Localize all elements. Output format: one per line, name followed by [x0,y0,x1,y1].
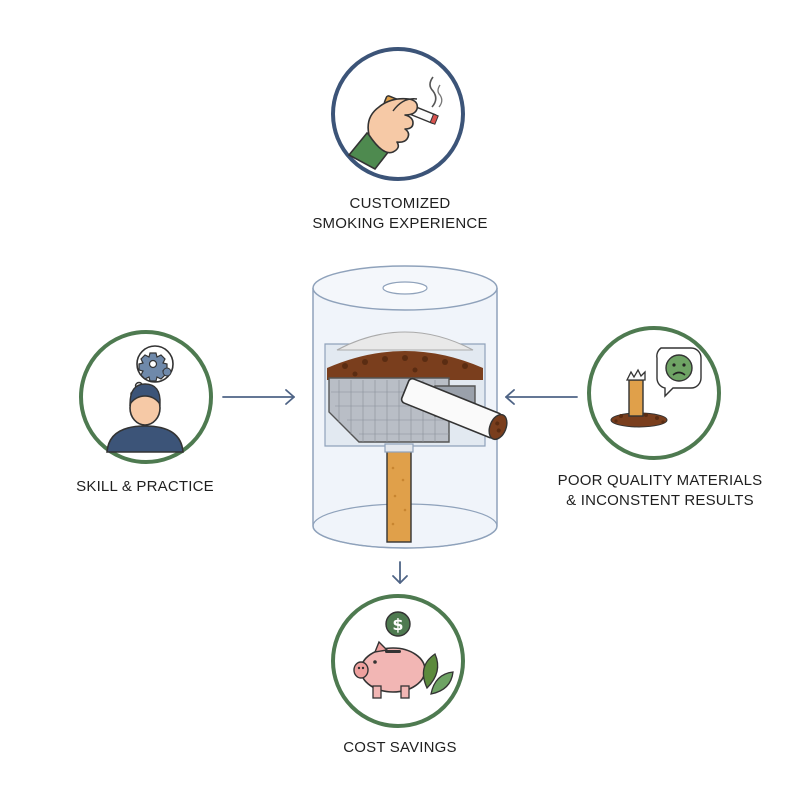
skill-practice-node [79,330,213,464]
customized-experience-label: CUSTOMIZED SMOKING EXPERIENCE [280,194,520,234]
crushed-cigarette-sad-face-icon [610,347,702,428]
top-label-line1: CUSTOMIZED [349,195,451,212]
svg-text:$: $ [392,615,403,634]
left-label-line1: SKILL & PRACTICE [76,478,214,495]
hand-holding-cigarette-icon [347,76,443,171]
poor-quality-label: POOR QUALITY MATERIALS & INCONSTENT RESU… [540,471,780,511]
cost-savings-label: COST SAVINGS [290,738,510,758]
customized-experience-node [331,47,465,181]
right-label-line1: POOR QUALITY MATERIALS [557,472,763,489]
person-thinking-gear-icon [106,345,184,453]
arrow-right-to-center [505,389,578,405]
top-label-line2: SMOKING EXPERIENCE [312,215,488,232]
bottom-label-line1: COST SAVINGS [343,739,457,756]
piggy-bank-dollar-icon: $ [353,611,454,699]
skill-practice-label: SKILL & PRACTICE [50,477,240,497]
cigarette-rolling-machine-icon [312,265,508,549]
cost-savings-node: $ [331,594,465,728]
poor-quality-node [587,326,721,460]
right-label-line2: & INCONSTENT RESULTS [566,492,754,509]
arrow-left-to-center [222,389,295,405]
arrow-center-to-bottom [392,561,408,584]
